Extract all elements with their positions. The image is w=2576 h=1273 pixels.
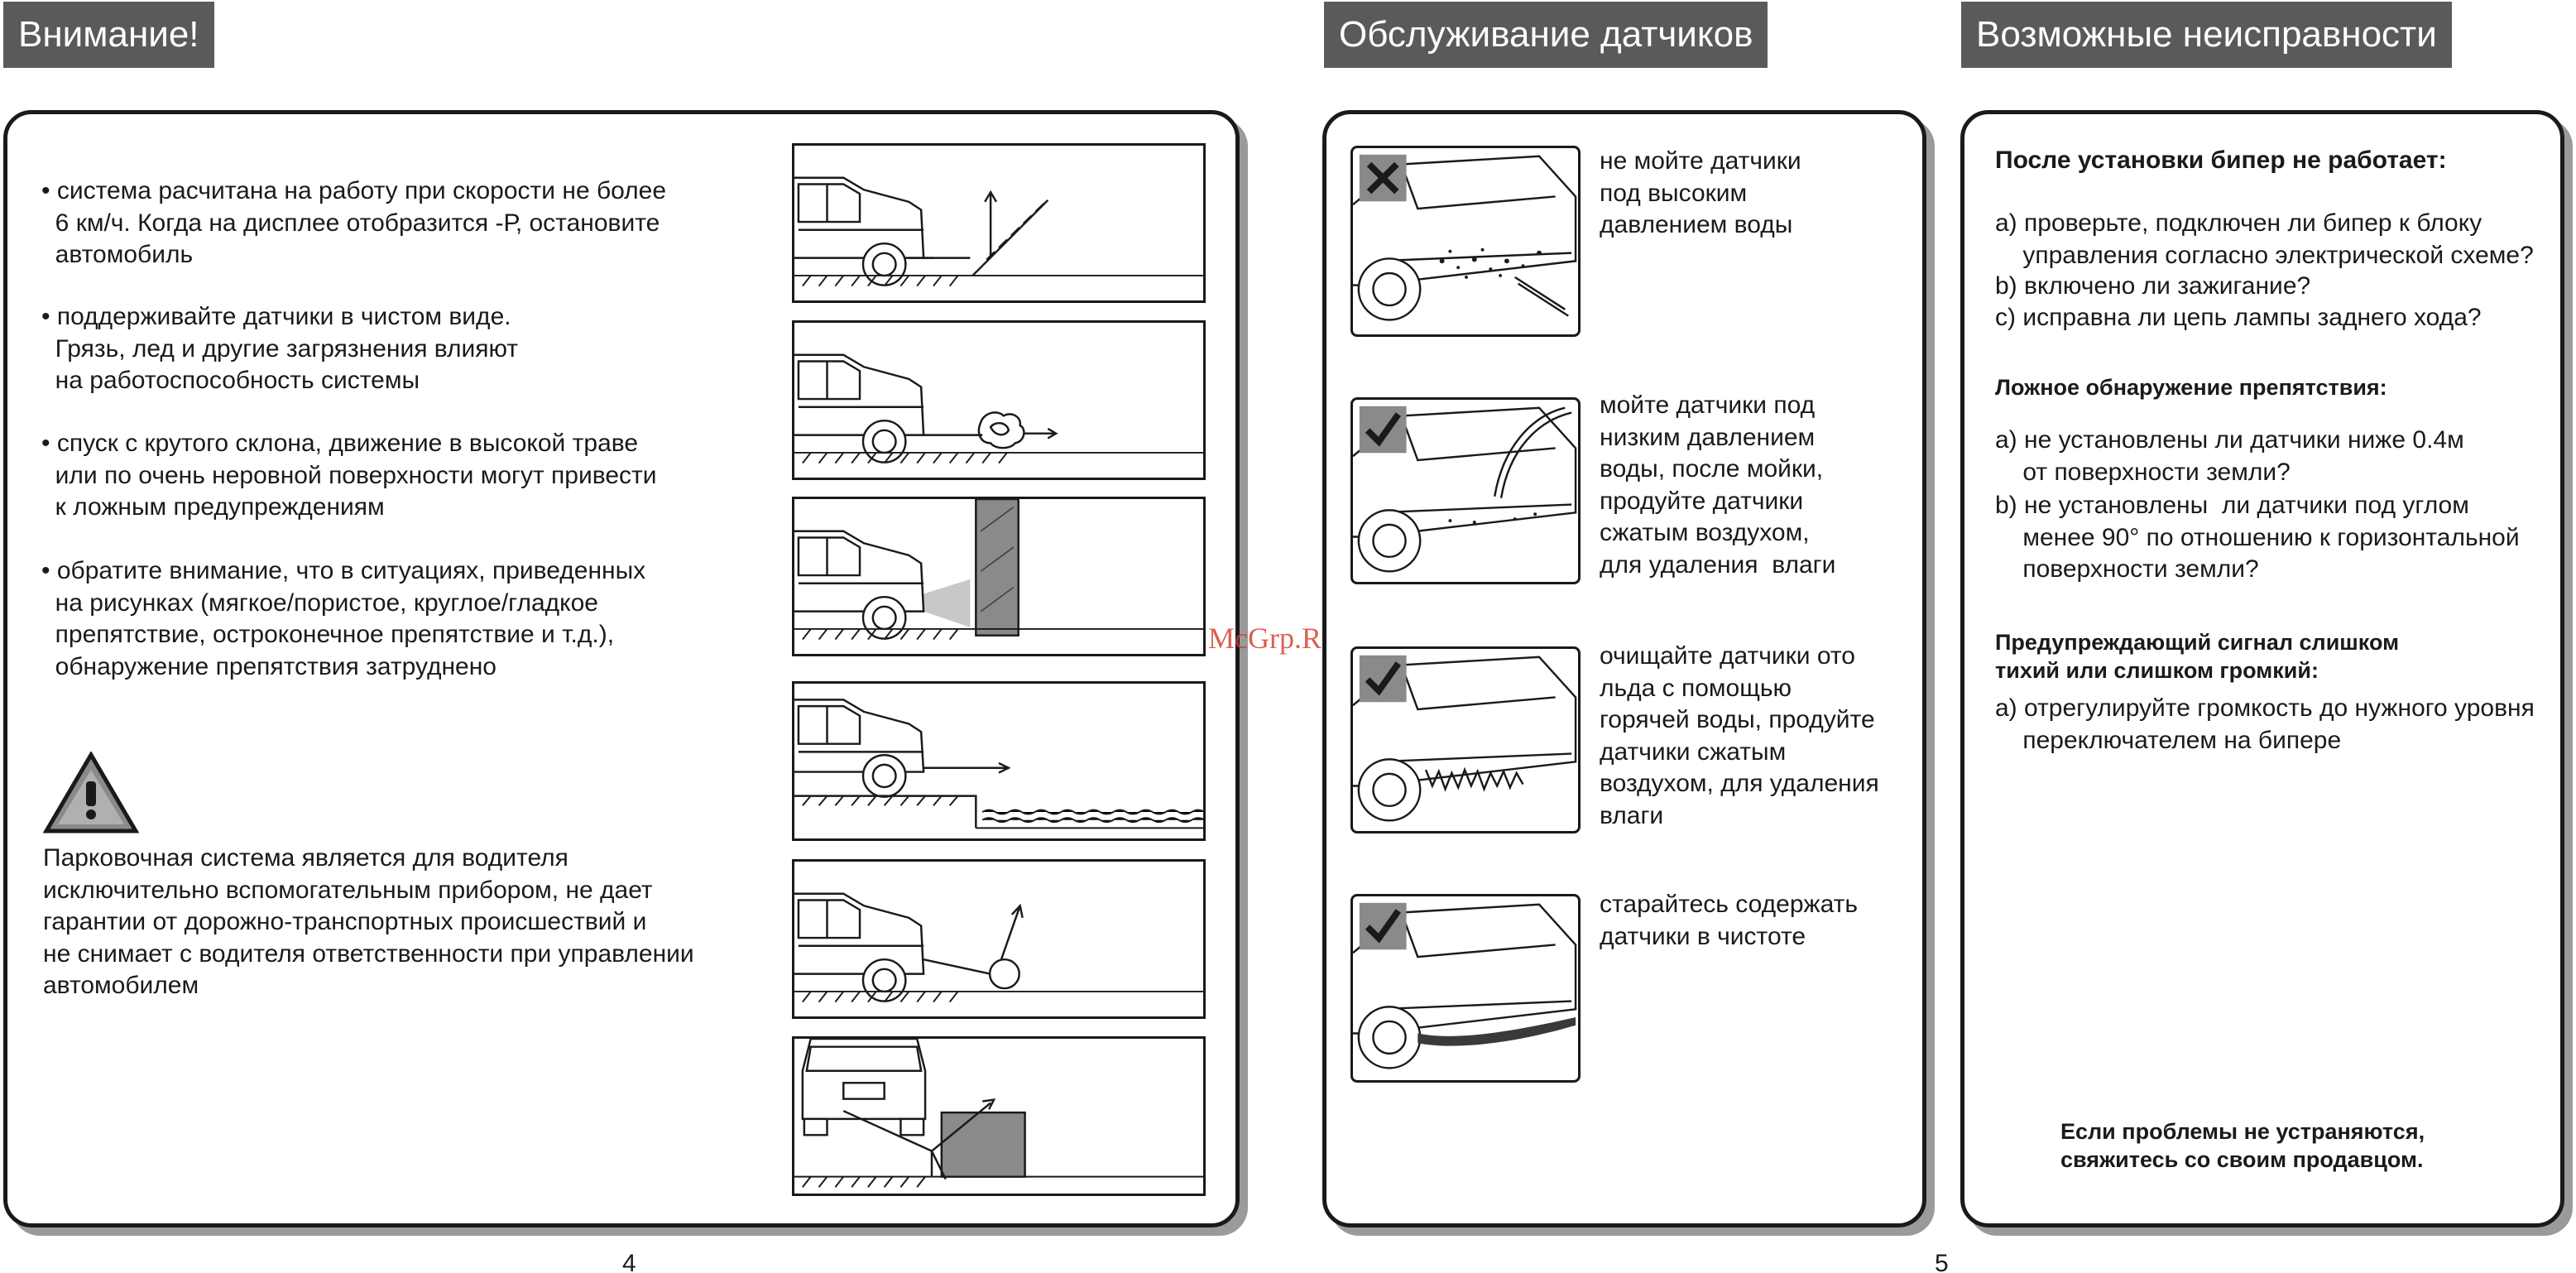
figure-soft-obstacle — [792, 320, 1206, 480]
section-beeper-item-b: b) включено ли зажигание? — [1995, 272, 2311, 300]
page-number-left: 4 — [622, 1250, 636, 1273]
tab-sensor-maintenance: Обслуживание датчиков — [1324, 2, 1768, 68]
section-beeper-item-a: a) проверьте, подключен ли бипер к блоку… — [1995, 209, 2534, 269]
section-volume-title: Предупреждающий сигнал слишком тихий или… — [1995, 630, 2400, 683]
section-volume-item-a: a) отрегулируйте громкость до нужного ур… — [1995, 694, 2535, 754]
figure-round-obstacle — [792, 859, 1206, 1019]
bullet-clean: • поддерживайте датчики в чистом виде. Г… — [41, 303, 519, 394]
section-false-detection-item-b: b) не установлены ли датчики под углом м… — [1995, 492, 2520, 583]
maintenance-text-2: мойте датчики под низким давлением воды,… — [1600, 392, 1836, 579]
page-number-right: 5 — [1935, 1250, 1949, 1273]
section-beeper-item-c: c) исправна ли цепь лампы заднего хода? — [1995, 304, 2482, 331]
section-false-detection-item-a: a) не установлены ли датчики ниже 0.4м о… — [1995, 426, 2464, 486]
tab-troubleshooting: Возможные неисправности — [1961, 2, 2452, 68]
figure-high-pressure-wash — [1350, 146, 1581, 337]
contact-seller-note: Если проблемы не устраняются, свяжитесь … — [2060, 1119, 2425, 1172]
figure-low-pressure-wash — [1350, 397, 1581, 584]
bullet-terrain: • спуск с крутого склона, движение в выс… — [41, 430, 657, 521]
tab-warning: Внимание! — [3, 2, 214, 68]
figure-angled-obstacle — [792, 1036, 1206, 1196]
maintenance-text-1: не мойте датчики под высоким давлением в… — [1600, 147, 1801, 238]
figure-low-obstacle — [792, 681, 1206, 841]
maintenance-text-4: старайтесь содержать датчики в чистоте — [1600, 891, 1858, 950]
warning-icon — [42, 751, 140, 834]
watermark: McGrp.Ru — [1208, 622, 1336, 655]
disclaimer-text: Парковочная система является для водител… — [43, 844, 694, 999]
figure-keep-clean — [1350, 894, 1581, 1083]
figure-slope — [792, 143, 1206, 303]
panel-troubleshooting — [1960, 110, 2564, 1227]
section-beeper-title: После установки бипер не работает: — [1995, 147, 2447, 174]
bullet-speed: • система расчитана на работу при скорос… — [41, 177, 667, 268]
maintenance-text-3: очищайте датчики ото льда с помощью горя… — [1600, 642, 1879, 829]
section-false-detection-title: Ложное обнаружение препятствия: — [1995, 375, 2387, 400]
figure-wall — [792, 497, 1206, 656]
figure-ice-removal — [1350, 646, 1581, 833]
bullet-obstacles: • обратите внимание, что в ситуациях, пр… — [41, 557, 646, 680]
